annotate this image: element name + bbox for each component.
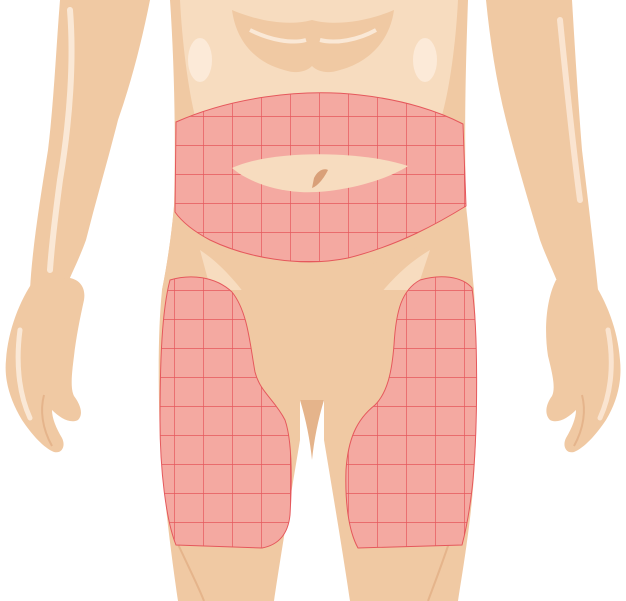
injection-sites-figure bbox=[0, 0, 626, 601]
illustration-canvas bbox=[0, 0, 626, 601]
